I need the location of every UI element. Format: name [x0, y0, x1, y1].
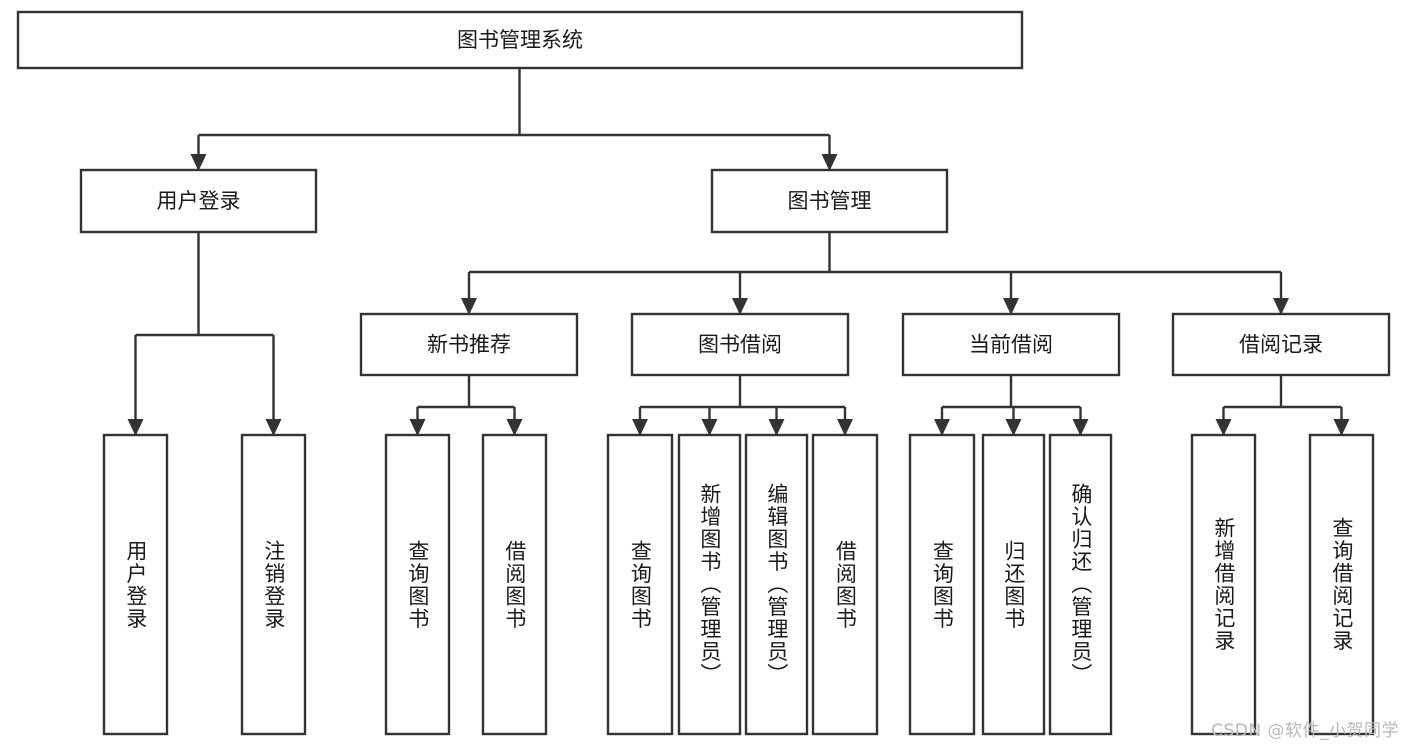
node-edit-book-admin[interactable]	[744, 433, 809, 736]
node-root-label: 图书管理系统	[457, 28, 583, 52]
node-user-login-do[interactable]	[102, 433, 169, 736]
node-new-book-recommend-label: 新书推荐	[427, 333, 511, 357]
arrow-head-icon	[461, 298, 477, 315]
arrow-head-icon	[409, 419, 426, 436]
node-query-book-2[interactable]	[606, 433, 674, 736]
node-book-manage-label: 图书管理	[788, 189, 872, 213]
node-user-login[interactable]	[79, 168, 318, 234]
node-borrow-record[interactable]	[1171, 312, 1391, 377]
node-borrow-book-1[interactable]	[481, 433, 548, 736]
arrow-head-icon	[934, 419, 950, 436]
arrow-head-icon	[768, 419, 785, 436]
node-new-book-recommend[interactable]	[359, 312, 579, 377]
watermark-text: CSDN @软件_小贺同学	[1211, 721, 1399, 741]
arrow-head-icon	[732, 298, 748, 315]
node-borrow-record-label: 借阅记录	[1239, 333, 1323, 357]
node-current-borrow[interactable]	[901, 312, 1121, 377]
node-add-borrow-record[interactable]	[1190, 433, 1257, 736]
boxes-layer	[16, 10, 1391, 736]
arrow-head-icon	[190, 154, 207, 171]
arrow-head-icon	[1072, 419, 1089, 436]
node-query-borrow-record[interactable]	[1308, 433, 1375, 736]
node-confirm-return-admin[interactable]	[1048, 433, 1113, 736]
arrow-head-icon	[837, 419, 853, 436]
node-add-book-admin[interactable]	[677, 433, 742, 736]
node-query-book-3[interactable]	[908, 433, 976, 736]
arrow-head-icon	[1273, 298, 1289, 315]
node-borrow-book-2[interactable]	[811, 433, 879, 736]
connectors-layer	[127, 68, 1350, 436]
node-user-login-label: 用户登录	[157, 189, 241, 213]
arrow-head-icon	[701, 419, 718, 436]
arrow-head-icon	[1333, 419, 1350, 436]
node-return-book[interactable]	[981, 433, 1046, 736]
arrow-head-icon	[632, 419, 648, 436]
node-root[interactable]	[16, 10, 1024, 70]
arrow-head-icon	[265, 419, 282, 436]
arrow-head-icon	[821, 154, 838, 171]
node-user-logout[interactable]	[240, 433, 307, 736]
arrow-head-icon	[506, 419, 523, 436]
node-query-book-1[interactable]	[384, 433, 451, 736]
arrow-head-icon	[1005, 419, 1022, 436]
node-book-borrow[interactable]	[630, 312, 850, 377]
node-book-manage[interactable]	[710, 168, 949, 234]
node-book-borrow-label: 图书借阅	[698, 333, 782, 357]
arrow-head-icon	[1215, 419, 1232, 436]
arrow-head-icon	[1003, 298, 1019, 315]
node-current-borrow-label: 当前借阅	[969, 333, 1053, 357]
arrow-head-icon	[127, 419, 144, 436]
